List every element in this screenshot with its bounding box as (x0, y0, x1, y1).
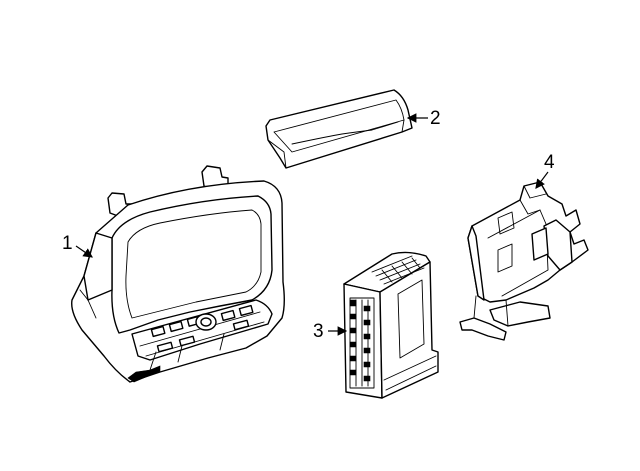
callout-1-label: 1 (62, 233, 73, 254)
trim-cover (265, 89, 413, 169)
callout-3-label: 3 (313, 321, 324, 342)
callout-4: 4 (535, 152, 555, 189)
callout-3: 3 (313, 321, 348, 342)
callout-1-arrow (75, 245, 93, 258)
mounting-bracket (459, 181, 589, 341)
callout-4-arrow (535, 171, 549, 189)
display-housing (71, 165, 285, 383)
callout-2: 2 (406, 108, 441, 129)
callout-1: 1 (62, 233, 93, 258)
callout-2-label: 2 (430, 108, 441, 129)
control-module (343, 251, 439, 399)
callout-4-label: 4 (544, 152, 555, 173)
